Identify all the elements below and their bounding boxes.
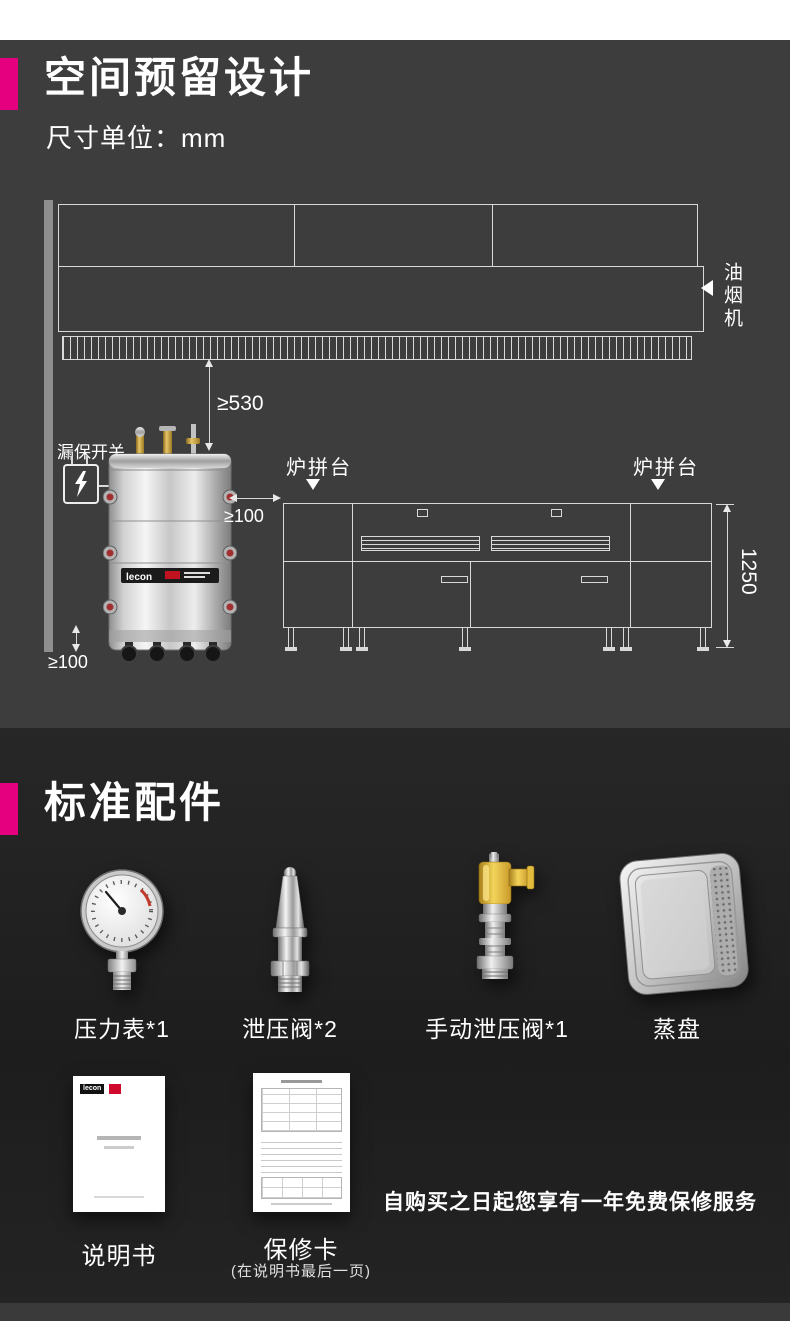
top-white-strip	[0, 0, 790, 40]
dim-1250-arrow-down-icon	[723, 640, 731, 648]
counter-outline	[283, 503, 712, 628]
machine-brand-text: lecon	[126, 572, 152, 583]
dim-100-side-arrow-left-icon	[229, 494, 237, 502]
manual-text-bar	[94, 1196, 144, 1198]
counter-leg	[603, 628, 615, 651]
card-paragraph-lines	[261, 1137, 342, 1173]
switch-cord	[99, 485, 111, 487]
section-accent-bar	[0, 58, 18, 110]
dim-100-side-arrow-right-icon	[273, 494, 281, 502]
steam-tray-image	[619, 852, 749, 995]
dim-1250-line	[727, 506, 728, 646]
hood-divider-1	[294, 205, 295, 266]
card-bottom-table	[261, 1177, 342, 1199]
warranty-card-note: (在说明书最后一页)	[231, 1263, 371, 1280]
dim-1250-label: 1250	[737, 548, 760, 595]
dim-100-side-label: ≥100	[224, 506, 264, 526]
item-label-manual-relief-valve: 手动泄压阀*1	[425, 1016, 569, 1042]
manual-booklet-image: lecon	[73, 1076, 165, 1212]
dim-530-arrow-down-icon	[205, 443, 213, 451]
card-footer-bar	[271, 1203, 332, 1205]
hood-grille	[62, 336, 692, 360]
bottom-strip	[0, 1303, 790, 1321]
counter-mid-line	[284, 561, 711, 562]
dim-100-bottom-line	[76, 629, 77, 648]
item-label-steam-tray: 蒸盘	[653, 1016, 701, 1042]
counter-divider-middle	[470, 562, 471, 627]
counter-knob-2	[551, 509, 562, 517]
manual-text-bar	[97, 1136, 141, 1140]
machine-body	[108, 453, 232, 651]
dim-100-side-line	[233, 498, 275, 499]
item-label-relief-valve: 泄压阀*2	[242, 1016, 338, 1042]
counter-leg	[459, 628, 471, 651]
switch-terminal-1	[71, 456, 73, 464]
hood-body-outline	[58, 266, 704, 332]
hood-label: 油烟机	[721, 262, 742, 331]
leakage-switch-label: 漏保开关	[57, 443, 125, 462]
unit-label: 尺寸单位：mm	[46, 123, 227, 153]
section-title-accessories: 标准配件	[44, 779, 225, 826]
item-label-pressure-gauge: 压力表*1	[74, 1016, 170, 1042]
card-form-table	[261, 1088, 342, 1132]
counter-leg	[356, 628, 368, 651]
counter-divider-right	[630, 504, 631, 627]
dim-1250-arrow-up-icon	[723, 504, 731, 512]
counter-grate-2	[491, 536, 610, 551]
manual-relief-valve-image	[476, 852, 535, 979]
manual-text-bar	[104, 1146, 134, 1149]
steamer-machine-image: lecon	[103, 424, 237, 663]
hood-pointer-icon	[701, 280, 713, 296]
counter-leg	[340, 628, 352, 651]
counter-handle-2	[581, 576, 608, 583]
relief-valve-image	[270, 866, 310, 992]
dim-100-bottom-arrow-up-icon	[72, 625, 80, 633]
counter-knob-1	[417, 509, 428, 517]
counter-leg	[620, 628, 632, 651]
dim-100-bottom-label: ≥100	[48, 652, 88, 672]
hood-divider-2	[492, 205, 493, 266]
counter-label-left: 炉拼台	[286, 457, 352, 479]
lightning-bolt-icon	[75, 471, 87, 497]
dim-100-bottom-arrow-down-icon	[72, 644, 80, 652]
dim-530-label: ≥530	[217, 392, 264, 415]
switch-terminal-2	[86, 456, 88, 464]
machine-top-valves	[135, 424, 200, 454]
counter-pointer-right-icon	[651, 479, 665, 490]
accessories-section-bg	[0, 728, 790, 1321]
wall-bar	[44, 200, 53, 652]
warranty-card-label: 保修卡	[263, 1237, 339, 1264]
section-title-space: 空间预留设计	[44, 54, 315, 101]
counter-handle-1	[441, 576, 468, 583]
manual-label: 说明书	[81, 1243, 157, 1270]
warranty-text: 自购买之日起您享有一年免费保修服务	[383, 1191, 757, 1214]
pressure-gauge-image	[80, 869, 164, 990]
hood-top-outline	[58, 204, 698, 267]
card-title-bar	[281, 1080, 322, 1083]
manual-logo-red-chip	[109, 1084, 121, 1094]
dim-530-line	[209, 366, 210, 444]
dim-530-arrow-up-icon	[205, 359, 213, 367]
section-accent-bar-2	[0, 783, 18, 835]
counter-pointer-left-icon	[306, 479, 320, 490]
counter-leg	[697, 628, 709, 651]
counter-divider-left	[352, 504, 353, 627]
leakage-switch-icon	[63, 464, 99, 504]
machine-control-panel: lecon	[121, 568, 219, 583]
warranty-card-image	[253, 1073, 350, 1212]
counter-leg	[285, 628, 297, 651]
counter-grate-1	[361, 536, 480, 551]
machine-casters	[120, 642, 222, 663]
manual-logo-chip: lecon	[80, 1084, 105, 1094]
counter-label-right: 炉拼台	[633, 457, 699, 479]
